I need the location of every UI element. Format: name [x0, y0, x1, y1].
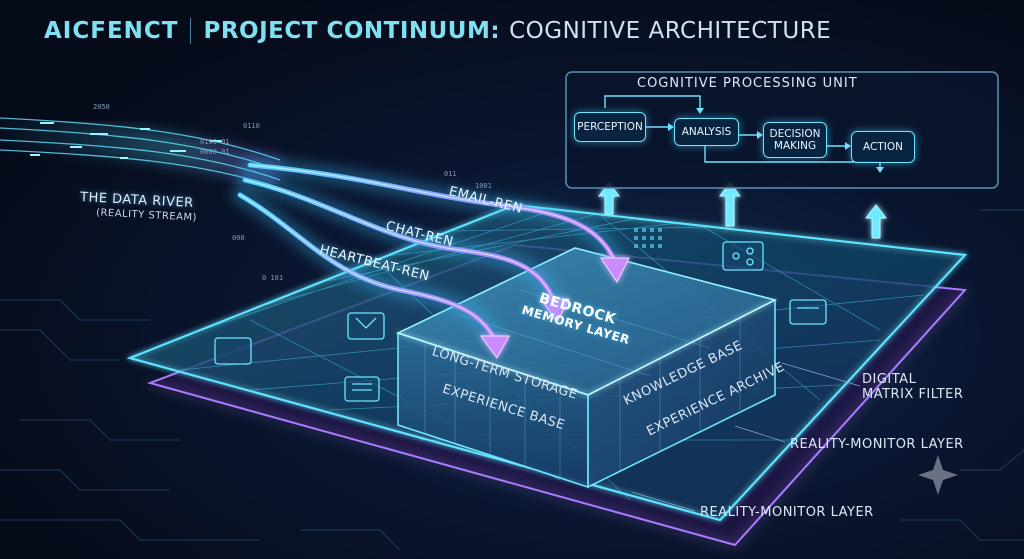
up-arrows [597, 182, 888, 239]
reality-monitor-label-right: REALITY-MONITOR LAYER [790, 437, 964, 452]
up-arrow-icon [597, 182, 621, 215]
callout-lines [631, 362, 861, 512]
page-header: AICFENCT PROJECT CONTINUUM: COGNITIVE AR… [44, 18, 831, 44]
header-divider [190, 18, 192, 44]
binary-text: 0110 [243, 122, 260, 130]
chip-grid-icon [634, 228, 662, 248]
binary-text: 011 [444, 170, 457, 178]
document-icon [344, 376, 380, 402]
brand-name: AICFENCT [44, 18, 179, 44]
platform-icon-tiles [214, 241, 827, 402]
mail-icon [347, 312, 385, 340]
digital-filter-label-line1: DIGITAL [862, 372, 917, 387]
arrow-head-icon [540, 298, 570, 323]
cpu-step-analysis: ANALYSIS [674, 118, 739, 146]
binary-text: 0100 01 [200, 138, 230, 146]
sparkle-icon [918, 455, 958, 495]
binary-text: 1001 [475, 182, 492, 190]
binary-text: 000 [232, 234, 245, 242]
arrow-head-icon [480, 335, 510, 359]
digital-filter-label-line2: MATRIX FILTER [862, 387, 964, 402]
circuit-traces [0, 209, 1024, 551]
up-arrow-icon [718, 182, 742, 227]
page-subtitle: COGNITIVE ARCHITECTURE [509, 18, 832, 44]
bedrock-memory-cube [395, 247, 778, 489]
arrow-head-icon [600, 257, 630, 283]
reality-monitor-label-bottom: REALITY-MONITOR LAYER [700, 505, 874, 520]
binary-text: 2050 [93, 103, 110, 111]
cpu-title: COGNITIVE PROCESSING UNIT [637, 76, 858, 91]
binary-text: 0 101 [262, 274, 284, 282]
network-node-icon [722, 241, 764, 271]
stream-flows [231, 156, 624, 349]
stream-arrowheads [480, 257, 630, 359]
binary-text: 0000 01 [200, 148, 230, 156]
panel-icon [789, 299, 827, 325]
cpu-step-action: ACTION [851, 131, 915, 163]
project-name: PROJECT CONTINUUM: [203, 18, 501, 44]
circuit-chip-icon [214, 337, 252, 365]
cpu-step-decision-making: DECISION MAKING [763, 122, 827, 158]
up-arrow-icon [864, 204, 888, 239]
cpu-step-perception: PERCEPTION [574, 112, 646, 142]
